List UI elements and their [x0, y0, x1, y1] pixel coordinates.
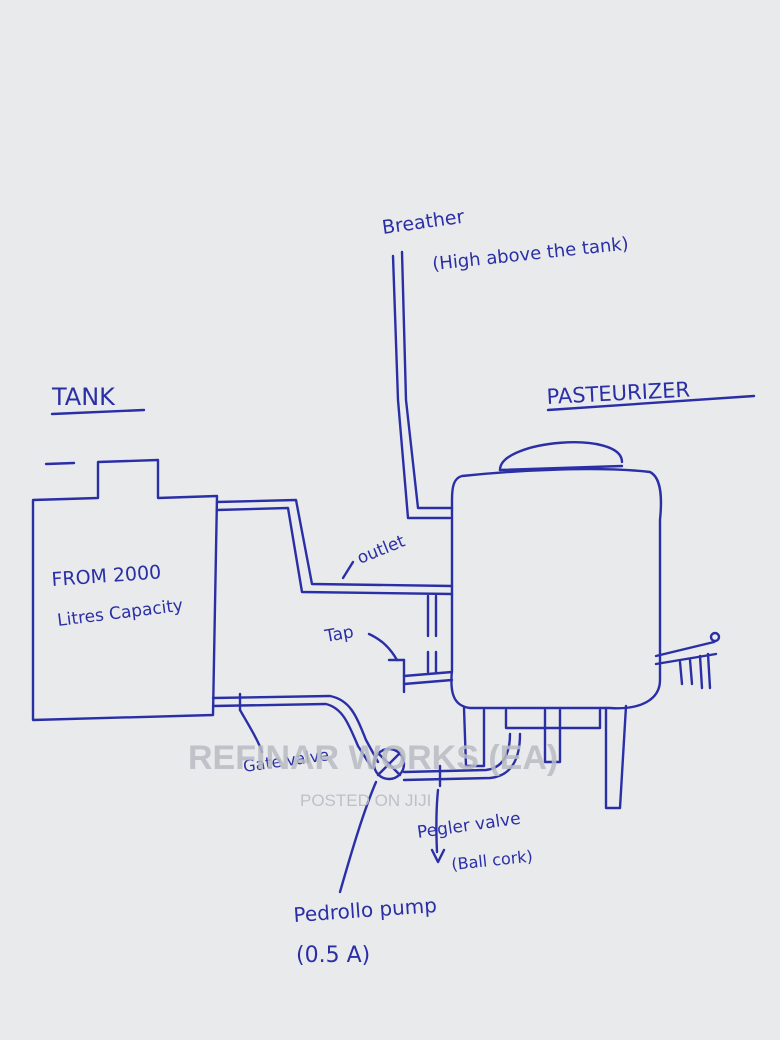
tank-title: TANK [51, 383, 116, 411]
pegler-arrow [430, 848, 446, 864]
watermark-posted: POSTED ON JIJI [300, 791, 431, 810]
pegler-leader [435, 788, 440, 854]
tap-leader [367, 632, 399, 662]
pump-leader [338, 780, 378, 894]
tank [31, 458, 219, 722]
outlet-leader [341, 560, 355, 580]
gate-valve-leader [238, 708, 264, 754]
pasteurizer-title-underline [546, 394, 756, 412]
pump-rating-label: (0.5 A) [296, 943, 370, 968]
pasteurizer-vessel [450, 441, 721, 810]
tank-title-underline [50, 408, 146, 416]
pedrollo-pump-symbol [372, 747, 406, 781]
tap-fitting [387, 594, 454, 694]
breather-pipe [391, 250, 454, 520]
watermark-brand: REFINAR WORKS (EA) [188, 739, 558, 777]
outlet-pipe [215, 498, 454, 596]
supply-pipe [211, 694, 522, 782]
